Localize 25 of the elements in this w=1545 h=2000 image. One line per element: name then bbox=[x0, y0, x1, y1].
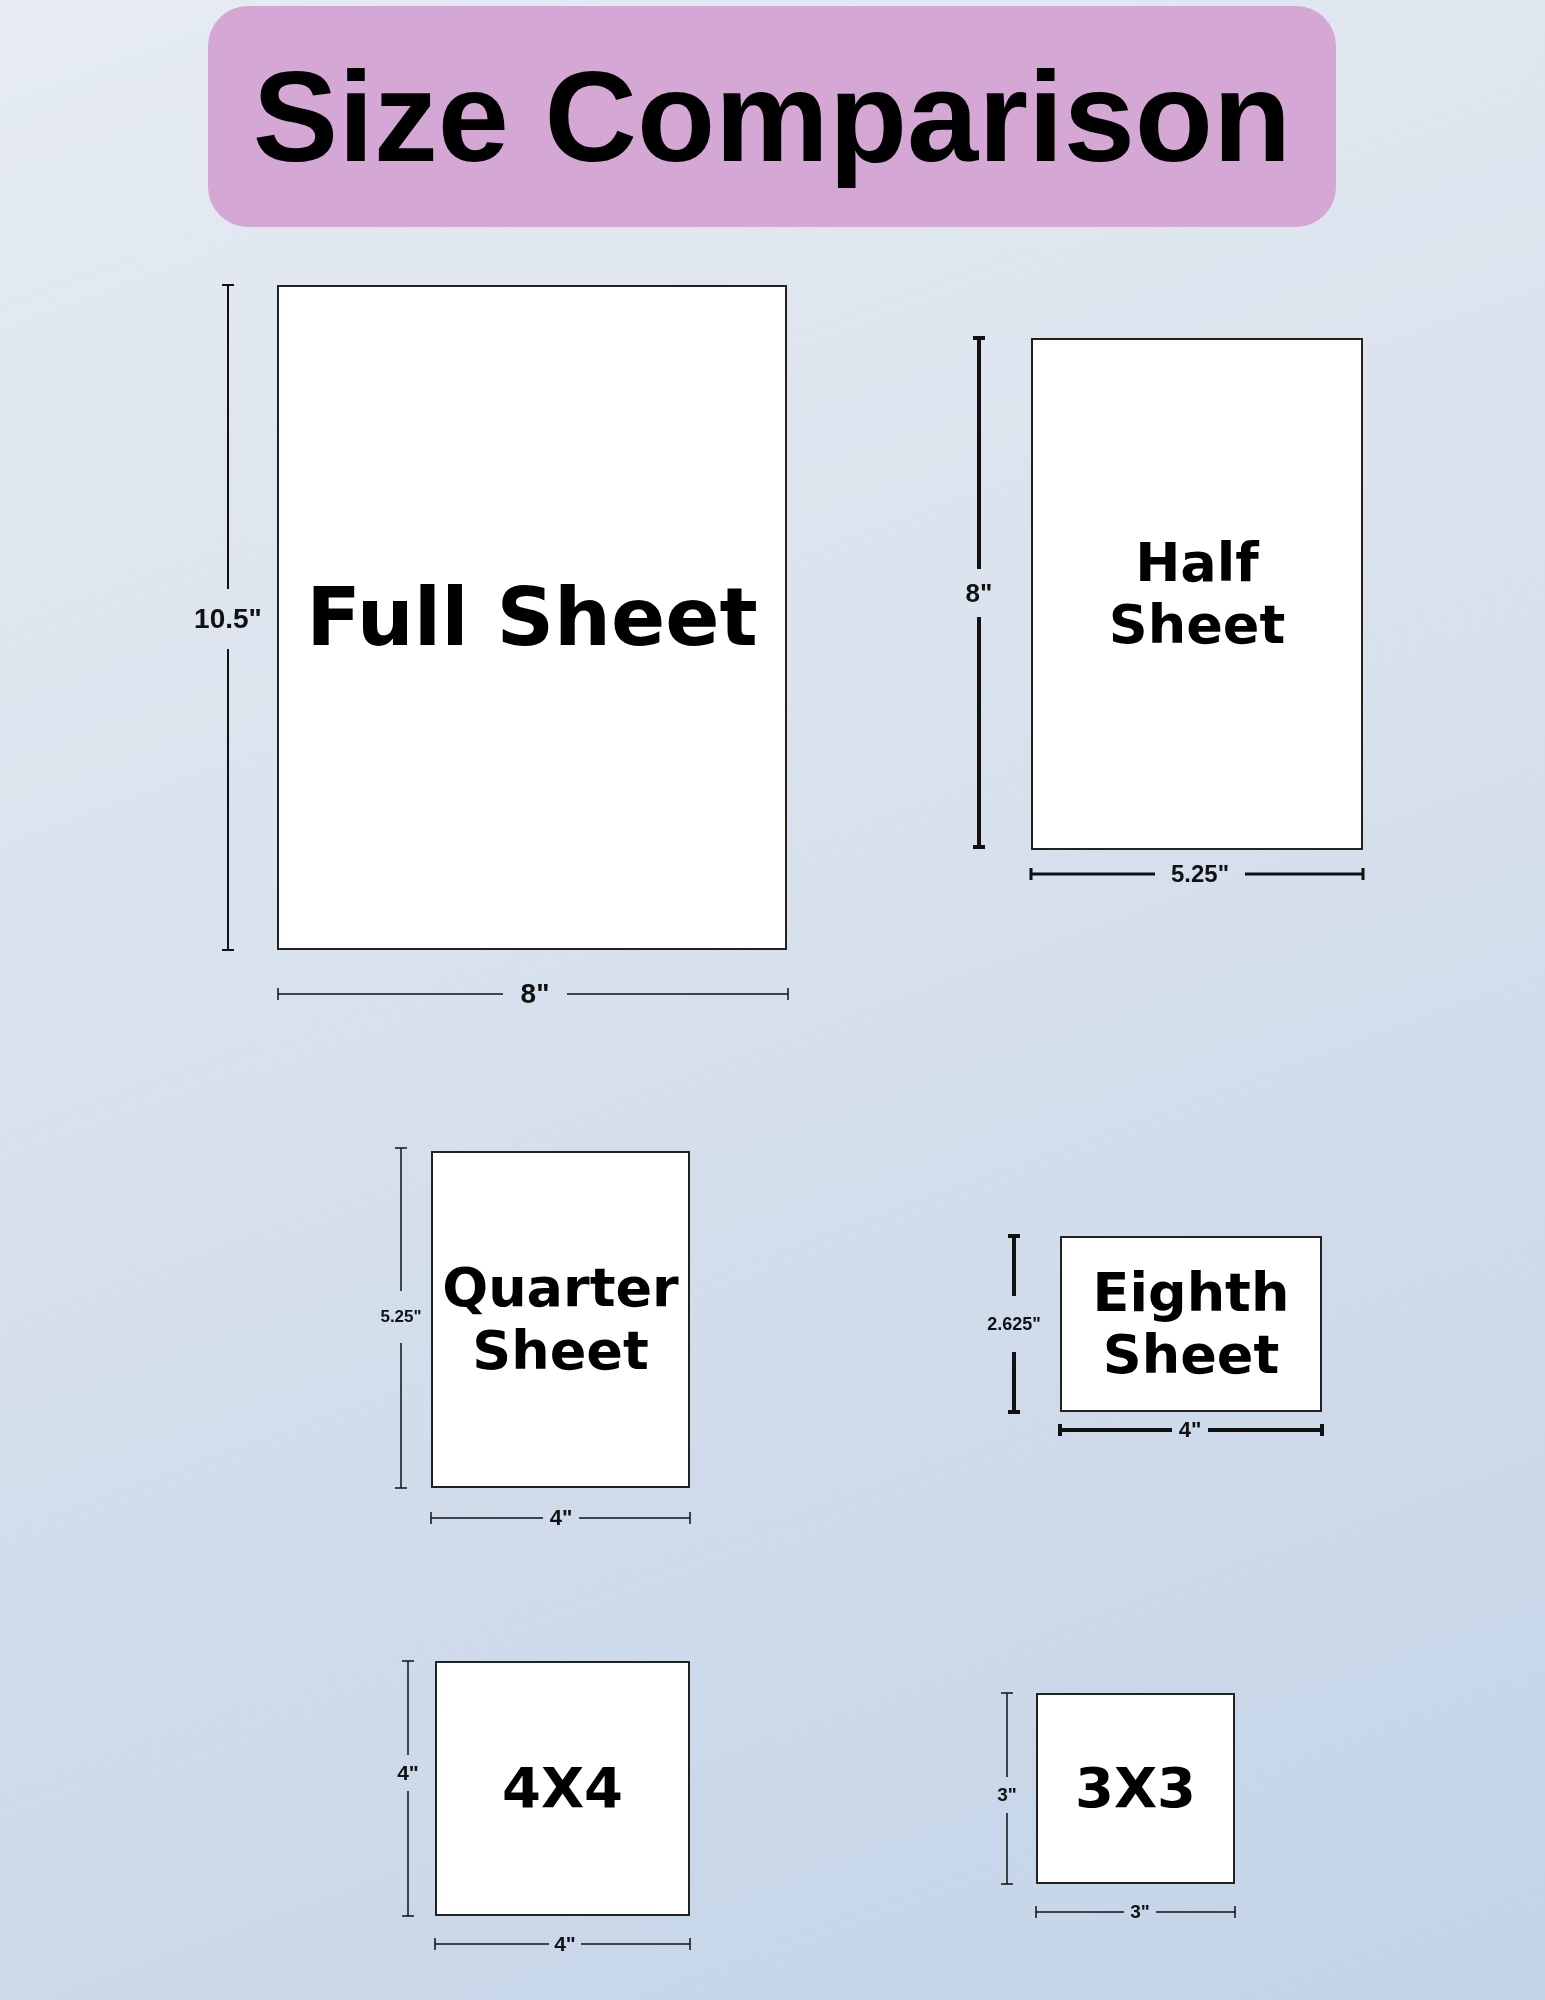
sheet-rectangle bbox=[1036, 1693, 1235, 1884]
sheet-rectangle bbox=[277, 285, 787, 950]
dimension-label: 4" bbox=[549, 1505, 573, 1531]
sheet-rectangle bbox=[1031, 338, 1363, 850]
dimension-label: 5.25" bbox=[380, 1307, 422, 1327]
dimension-label: 10.5" bbox=[194, 603, 262, 635]
dimension-label: 5.25" bbox=[1170, 860, 1230, 888]
dimension-label: 4" bbox=[554, 1932, 576, 1956]
sheet-rectangle bbox=[435, 1661, 690, 1916]
dimension-label: 8" bbox=[520, 978, 550, 1010]
sheet-label: Full Sheet bbox=[306, 571, 758, 664]
sheet-label: Half Sheet bbox=[1107, 531, 1287, 657]
dimension-label: 4" bbox=[397, 1761, 419, 1785]
dimension-label: 2.625" bbox=[987, 1313, 1041, 1335]
dimension-label: 3" bbox=[1130, 1901, 1150, 1923]
sheet-label: 4X4 bbox=[501, 1756, 624, 1821]
dimension-label: 8" bbox=[965, 577, 993, 609]
sheet-label: Eighth Sheet bbox=[1091, 1261, 1291, 1387]
sheet-rectangle bbox=[431, 1151, 690, 1488]
dimension-label: 3" bbox=[997, 1784, 1017, 1806]
sheet-label: 3X3 bbox=[1074, 1756, 1197, 1821]
title: Size Comparison bbox=[208, 6, 1336, 227]
sheet-rectangle bbox=[1060, 1236, 1322, 1412]
sheet-label: Quarter Sheet bbox=[441, 1257, 680, 1382]
dimension-label: 4" bbox=[1178, 1417, 1202, 1443]
